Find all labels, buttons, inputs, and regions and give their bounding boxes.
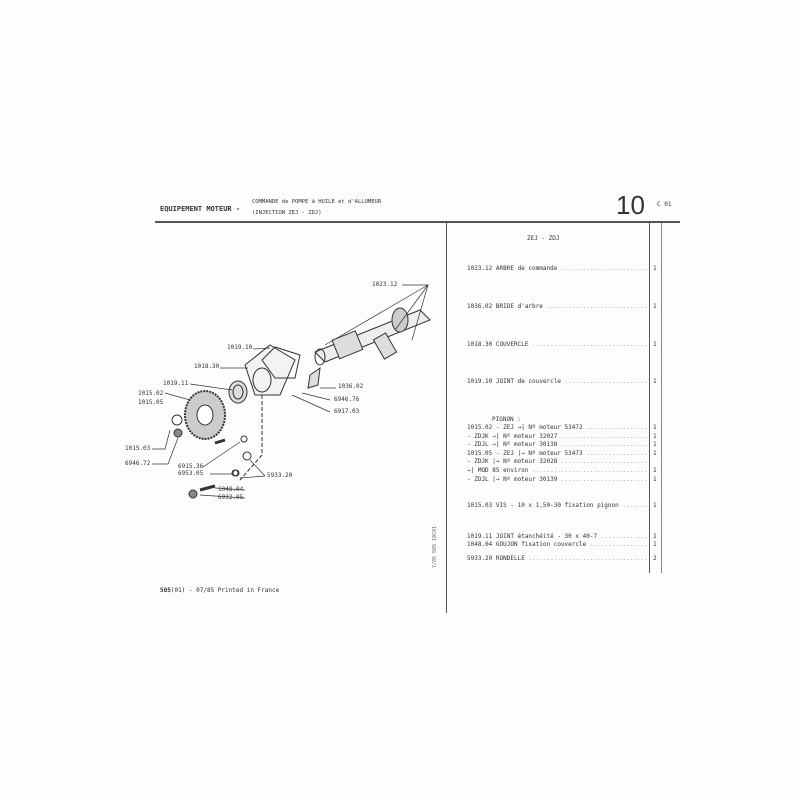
part-desc: - ZEJ |→ Nº moteur 53473: [495, 449, 583, 457]
part-row: 1036.02 BRIDE d'arbre ..................…: [467, 303, 649, 310]
part-ref: 1018.30: [467, 341, 493, 348]
part-row: 1015.03 VIS - 10 x 1,50-30 fixation pign…: [467, 502, 649, 509]
header-rule: [155, 221, 680, 223]
part-desc: RONDELLE: [495, 555, 525, 562]
part-desc: - ZDJK →| Nº moteur 32027: [467, 432, 558, 440]
part-desc: - ZDJL |→ Nº moteur 30139: [467, 475, 558, 483]
part-row: 1023.12 ARBRE de commande ..............…: [467, 265, 649, 272]
part-qty: 1: [653, 341, 657, 348]
part-qty: 1: [653, 378, 657, 385]
qty-divider-left: [649, 223, 650, 573]
part-ref: 1015.05: [467, 449, 493, 457]
callout-label: 6915.36: [178, 463, 204, 470]
part-row: 1048.04 GOUJON fixation couvercle ......…: [467, 541, 649, 548]
callout-label: 1023.12: [372, 281, 398, 288]
column-header: ZEJ - ZDJ: [527, 235, 560, 242]
part-row: 1015.05 - ZEJ |→ Nº moteur 53473 .......…: [467, 449, 649, 457]
column-divider: [446, 223, 447, 613]
part-ref: 1023.12: [467, 265, 493, 272]
sprocket-drawing: [184, 390, 226, 440]
subtitle-2: (INJECTION ZEJ - ZDJ): [252, 210, 322, 216]
part-qty: 2: [653, 555, 657, 562]
part-row: - ZDJK |→ Nº moteur 32028 ..............…: [467, 458, 649, 466]
part-desc: COUVERCLE: [495, 341, 529, 348]
part-qty: 1: [653, 424, 657, 431]
part-qty: 1: [653, 502, 657, 509]
part-qty: 1: [653, 475, 657, 483]
leader-lines: [152, 284, 430, 499]
subtitle-1: COMMANDE de POMPE à HUILE et d'ALLUMEUR: [252, 199, 382, 205]
part-qty: 1: [653, 467, 657, 474]
part-ref: 1048.04: [467, 541, 493, 548]
part-qty: 1: [653, 303, 657, 310]
part-desc: VIS - 10 x 1,50-30 fixation pignon: [495, 502, 619, 509]
part-desc: BRIDE d'arbre: [495, 303, 543, 310]
part-row: →| MOD 85 environ ......................…: [467, 467, 649, 474]
part-ref: 1015.03: [467, 502, 493, 509]
pignon-title: PIGNON :: [492, 416, 521, 423]
part-desc: JOINT étanchéité - 30 x 40-7: [495, 533, 598, 540]
part-ref: 1019.11: [467, 533, 493, 540]
callout-label: 6917.03: [334, 408, 360, 415]
callout-label: 6946.76: [334, 396, 360, 403]
callout-label: 6946.72: [125, 460, 151, 467]
part-row: 1019.11 JOINT étanchéité - 30 x 40-7 ...…: [467, 533, 649, 540]
part-desc: JOINT de couvercle: [495, 378, 561, 385]
part-row: - ZDJK →| Nº moteur 32027 ..............…: [467, 432, 649, 440]
part-row: 1015.02 - ZEJ →| Nº moteur 53472 .......…: [467, 424, 649, 431]
callout-label: 1019.11: [163, 380, 189, 387]
callout-label: 6953.05: [178, 470, 204, 477]
gasket-drawing: [261, 346, 301, 379]
footer: 505(01) - 07/85 Printed in France: [160, 587, 279, 594]
part-qty: 1: [653, 449, 657, 457]
callout-label: 1015.03: [125, 445, 151, 452]
callout-label: 1048.04: [218, 486, 244, 493]
page-code: C 01: [657, 201, 672, 208]
callout-label: 1015.02: [138, 390, 164, 397]
part-row: - ZDJL →| Nº moteur 30138 ..............…: [467, 441, 649, 449]
callout-label: 1018.30: [194, 363, 220, 370]
part-row: 5933.20 RONDELLE .......................…: [467, 555, 649, 562]
part-ref: 1015.02: [467, 424, 493, 431]
part-ref: 5933.20: [467, 555, 493, 562]
flange-drawing: [307, 366, 321, 389]
qty-divider-right: [661, 223, 662, 573]
part-desc: ARBRE de commande: [495, 265, 558, 272]
part-desc: →| MOD 85 environ: [467, 467, 529, 474]
seal-drawing: [228, 380, 248, 404]
part-qty: 1: [653, 533, 657, 540]
callout-label: 1019.10: [227, 344, 253, 351]
part-row: - ZDJL |→ Nº moteur 30139 ..............…: [467, 475, 649, 483]
section-title: EQUIPEMENT MOTEUR -: [160, 205, 241, 213]
part-qty: 1: [653, 432, 657, 440]
group-number: 10: [616, 190, 645, 220]
part-desc: - ZDJK |→ Nº moteur 32028: [467, 458, 558, 466]
part-row: 1018.30 COUVERCLE ......................…: [467, 341, 649, 348]
part-desc: - ZDJL →| Nº moteur 30138: [467, 441, 558, 449]
part-desc: - ZEJ →| Nº moteur 53472: [495, 424, 583, 431]
part-desc: GOUJON fixation couvercle: [495, 541, 587, 548]
footer-text: (01) - 07/85 Printed in France: [170, 587, 280, 594]
callout-label: 1015.05: [138, 399, 164, 406]
footer-code: 505: [160, 587, 171, 594]
part-row: 1019.10 JOINT de couvercle .............…: [467, 378, 649, 385]
part-ref: 1036.02: [467, 303, 493, 310]
part-ref: 1019.10: [467, 378, 493, 385]
part-qty: 1: [653, 541, 657, 548]
part-qty: 1: [653, 441, 657, 449]
part-qty: 1: [653, 265, 657, 272]
shaft-drawing: [314, 307, 431, 366]
callout-label: 1036.02: [338, 383, 364, 390]
callout-label: 5933.20: [267, 472, 293, 479]
callout-label: 6932.05: [218, 494, 244, 501]
